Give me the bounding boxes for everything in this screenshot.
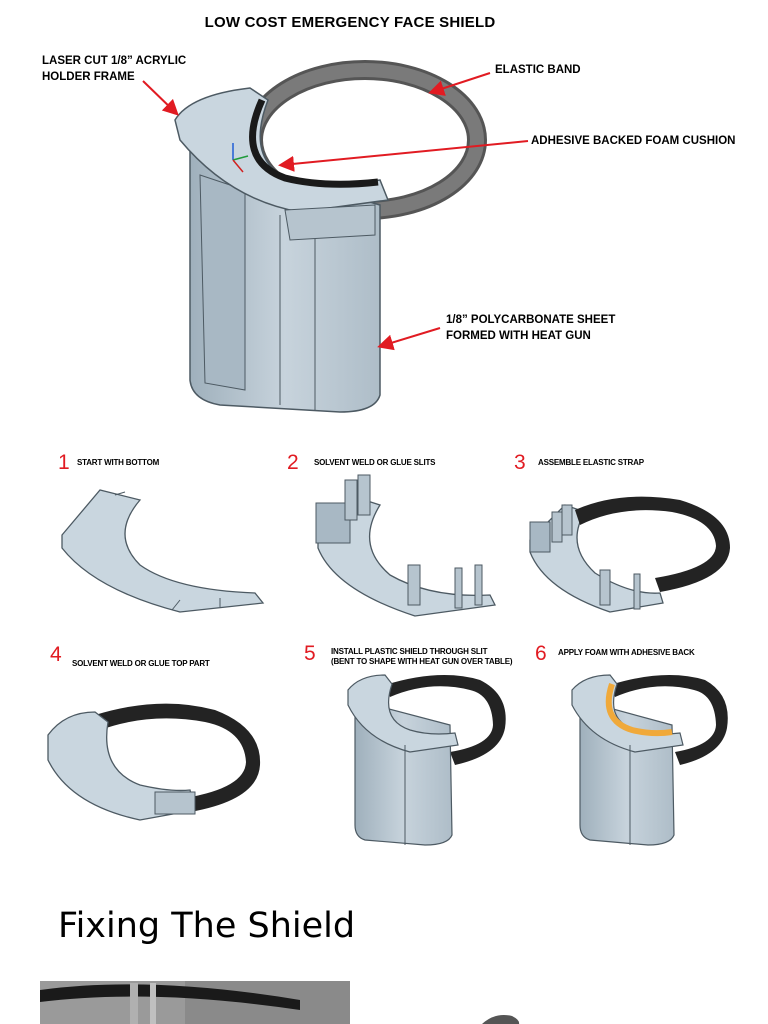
step-6-illustration: [571, 674, 728, 846]
callout-frame-arrow: [142, 80, 179, 116]
callout-foam-arrow: [278, 140, 529, 172]
callout-band-arrow: [428, 72, 491, 96]
step-5-illustration: [347, 674, 506, 846]
foam-cushion: [249, 98, 379, 188]
step-1-label: START WITH BOTTOM: [77, 458, 160, 467]
step-2-label: SOLVENT WELD OR GLUE SLITS: [314, 458, 436, 467]
page-title: LOW COST EMERGENCY FACE SHIELD: [204, 14, 496, 31]
step-3-label: ASSEMBLE ELASTIC STRAP: [538, 458, 644, 467]
fixing-photo-right: [482, 1015, 520, 1024]
callout-sheet-label: 1/8” POLYCARBONATE SHEET FORMED WITH HEA…: [446, 314, 616, 342]
step-3-number: 3: [514, 451, 526, 474]
step-4-illustration: [47, 703, 261, 821]
callout-foam-label: ADHESIVE BACKED FOAM CUSHION: [531, 135, 736, 147]
step-1-illustration: [61, 489, 265, 613]
step-1-number: 1: [58, 451, 70, 474]
step-5-label: INSTALL PLASTIC SHIELD THROUGH SLIT (BEN…: [331, 647, 513, 666]
callout-band-label: ELASTIC BAND: [495, 64, 581, 76]
main-assembly-illustration: [174, 60, 487, 413]
step-2-number: 2: [287, 451, 299, 474]
step-3-illustration: [529, 496, 730, 613]
step-4-number: 4: [50, 643, 62, 666]
step-6-number: 6: [535, 642, 547, 665]
step-6-label: APPLY FOAM WITH ADHESIVE BACK: [558, 648, 695, 657]
step-4-label: SOLVENT WELD OR GLUE TOP PART: [72, 659, 210, 668]
step-5-number: 5: [304, 642, 316, 665]
step-2-illustration: [315, 474, 496, 617]
fixing-photo-left: [40, 981, 350, 1024]
section-heading: Fixing The Shield: [58, 906, 356, 946]
callout-sheet-arrow: [377, 327, 441, 351]
step-3-elastic-strap: [575, 496, 730, 592]
callout-frame-label: LASER CUT 1/8” ACRYLIC HOLDER FRAME: [42, 55, 187, 83]
step-6-foam: [605, 683, 673, 737]
